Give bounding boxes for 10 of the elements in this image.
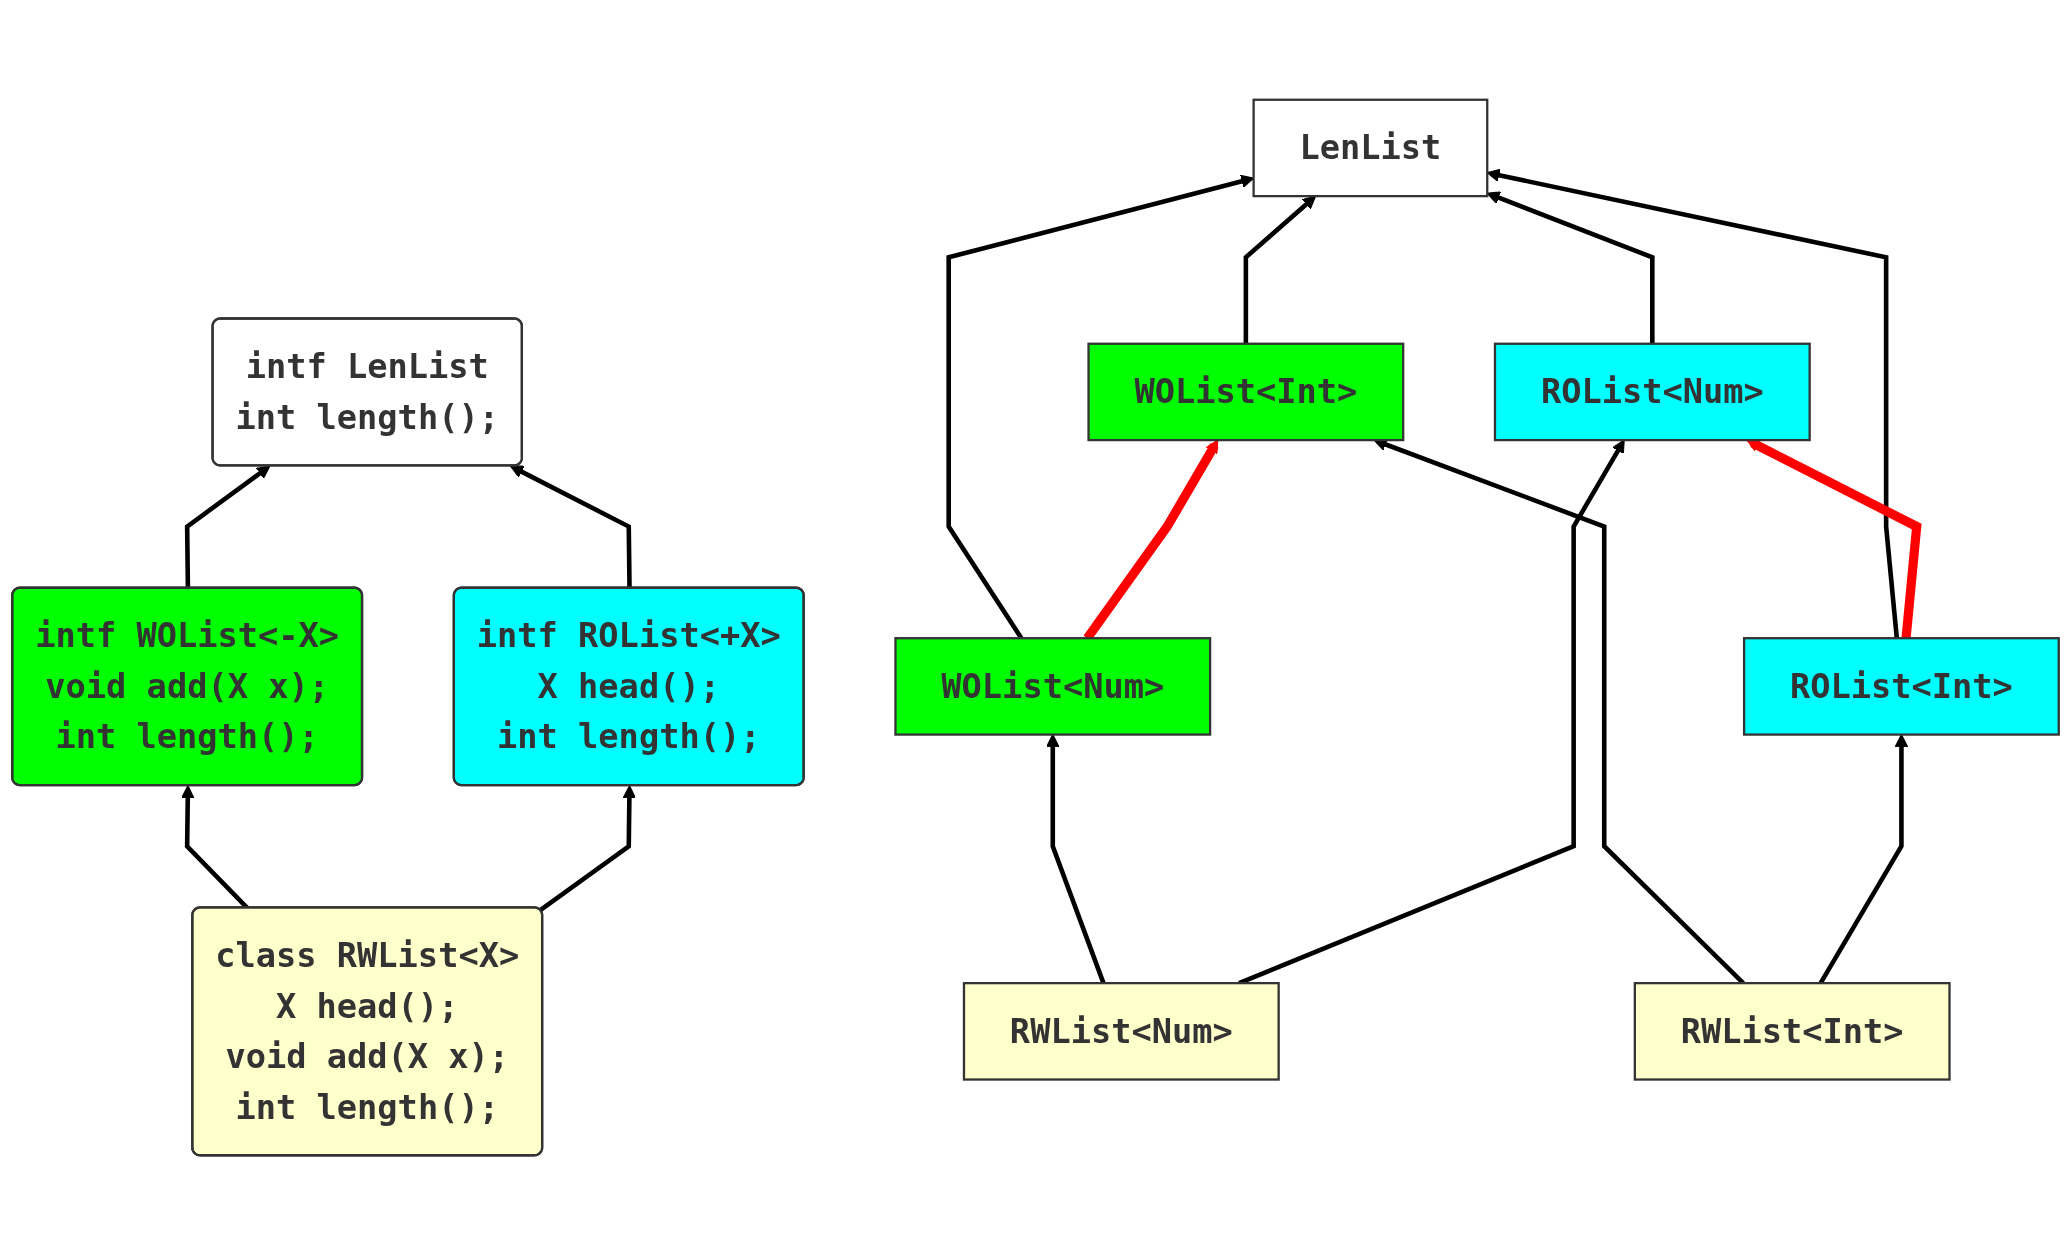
node-box: WOList<Num> — [894, 637, 1212, 736]
arrow — [539, 785, 637, 912]
node-box: WOList<Int> — [1087, 342, 1405, 442]
node-box: RWList<Int> — [1633, 982, 1951, 1081]
node-box: ROList<Num> — [1493, 342, 1811, 442]
arrow — [1486, 191, 1655, 344]
node-box: LenList — [1252, 98, 1489, 198]
node-box: ROList<Int> — [1742, 637, 2060, 736]
node-box: RWList<Num> — [962, 982, 1280, 1081]
arrow — [1486, 168, 1900, 639]
